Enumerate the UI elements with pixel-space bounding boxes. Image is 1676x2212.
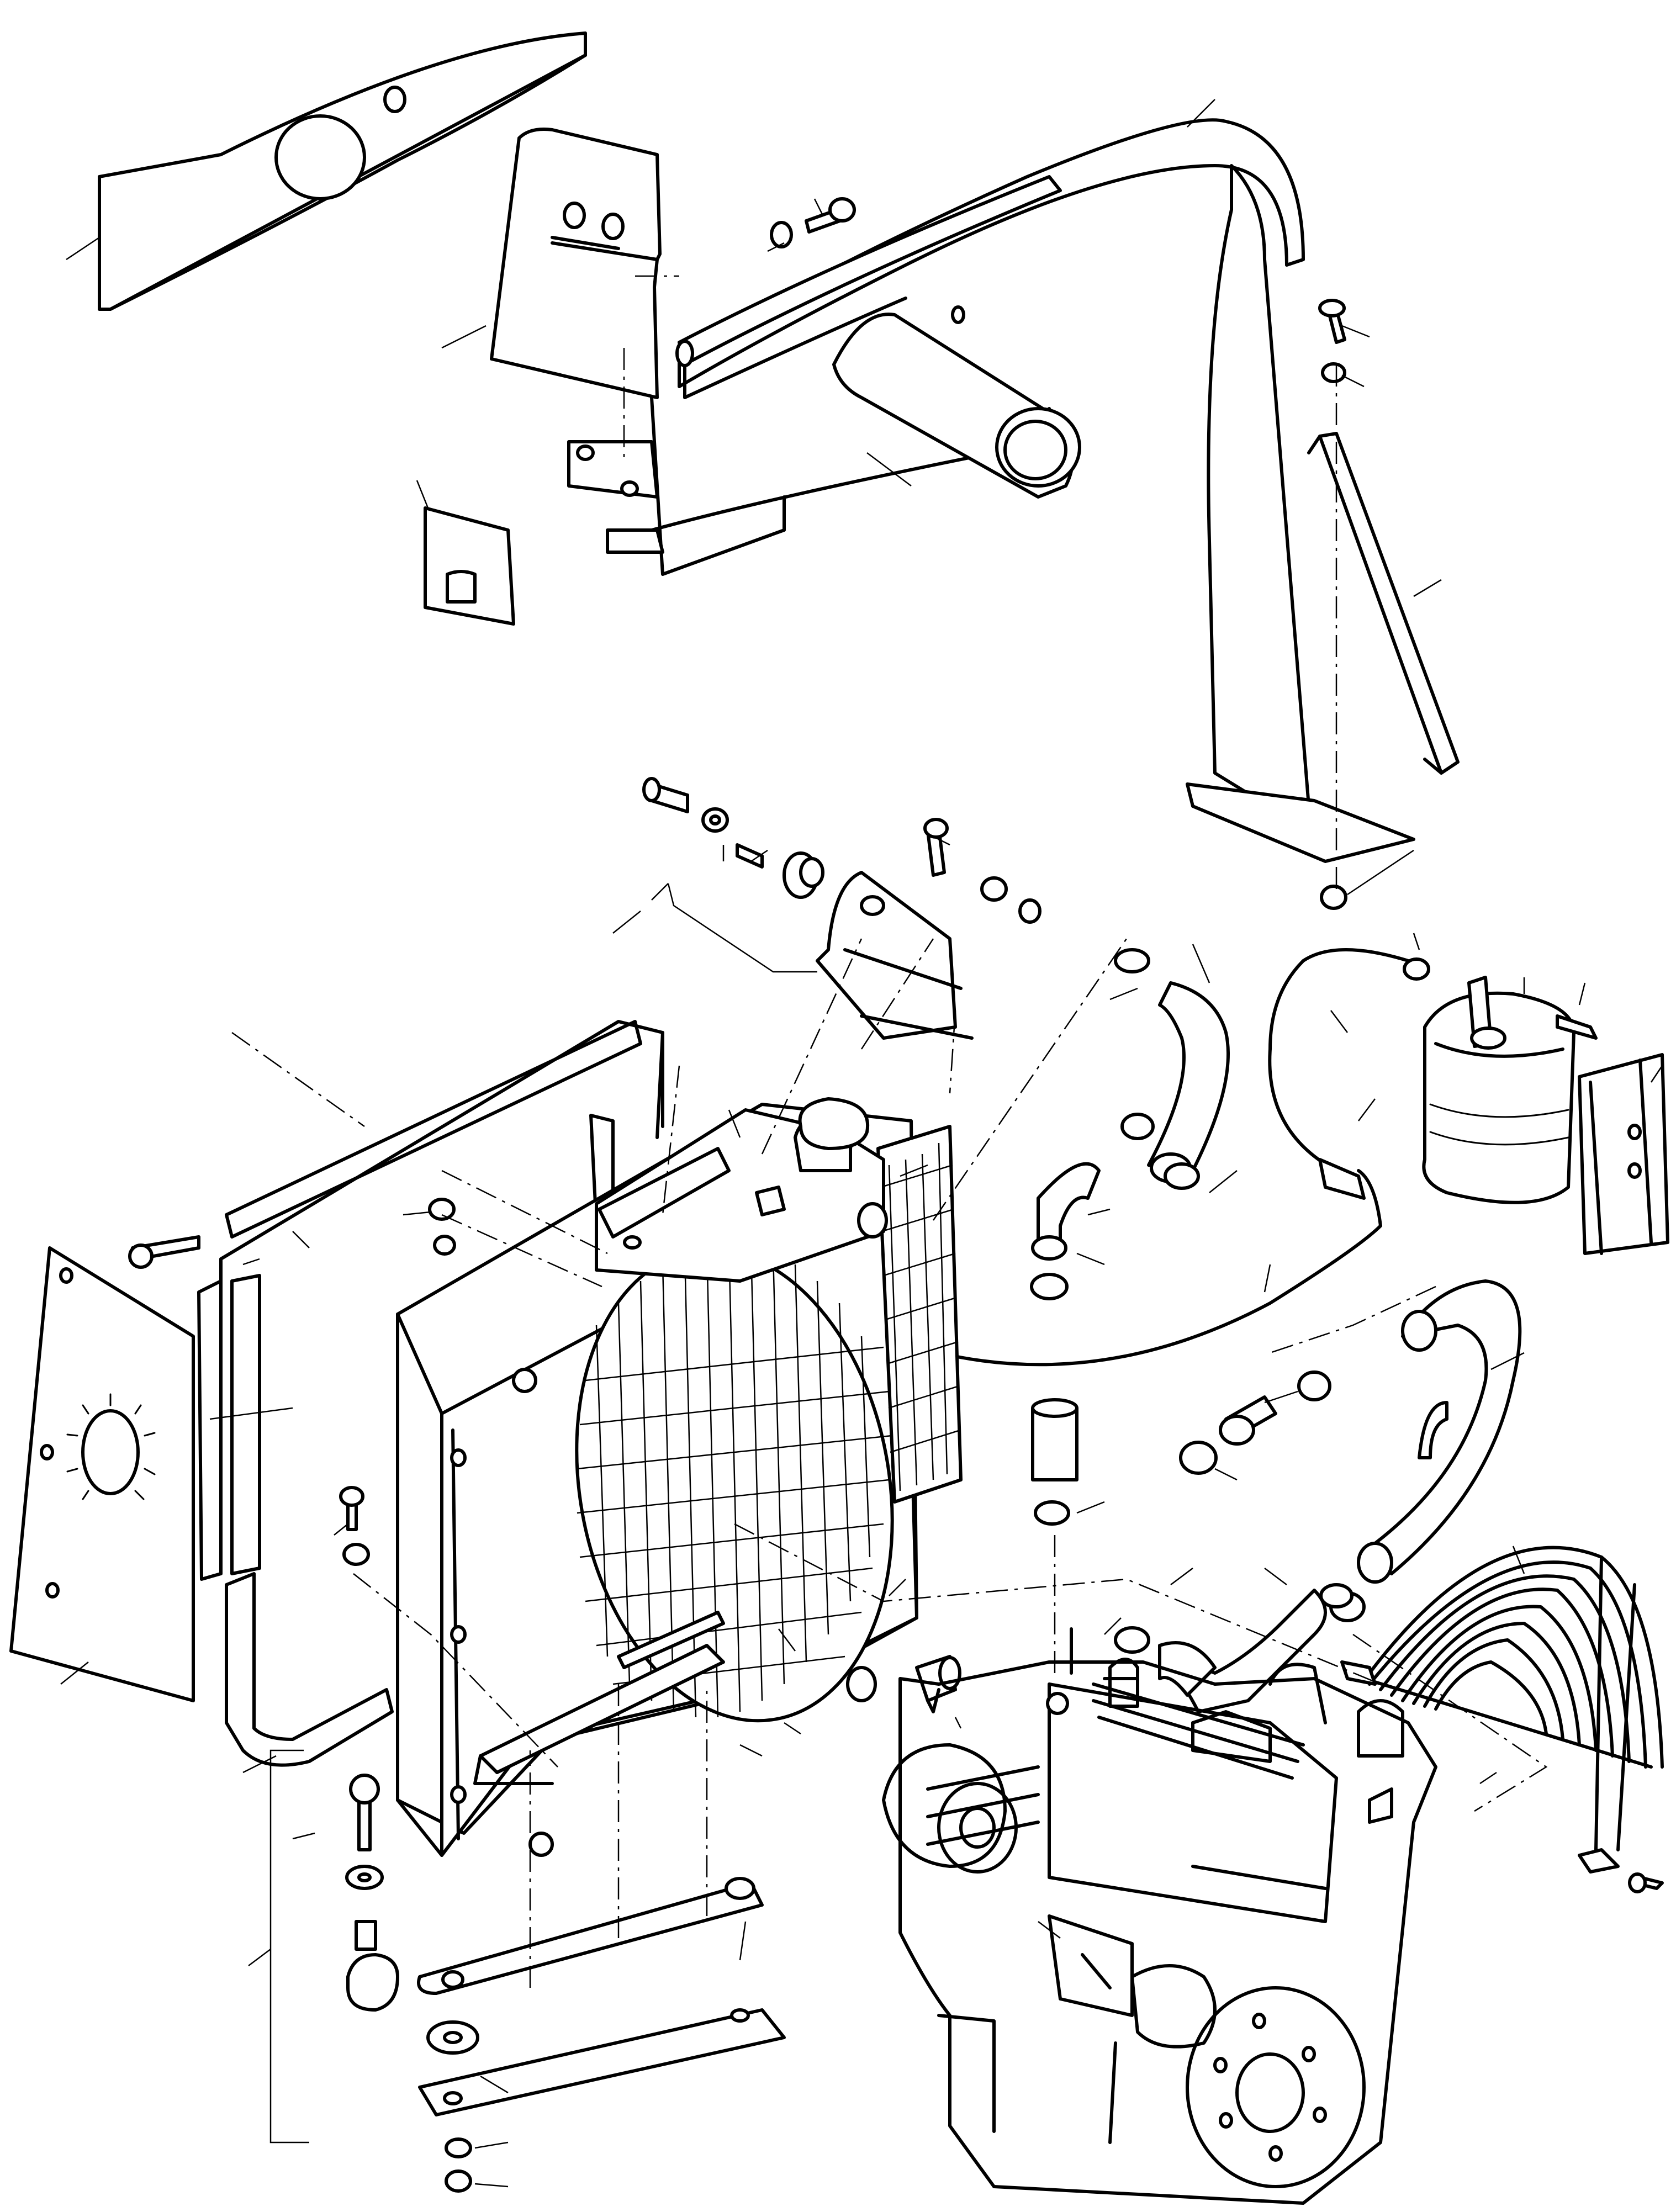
exhaust-tube (832, 305, 1081, 499)
shroud-frame (219, 1020, 664, 1288)
upper-bracket (441, 128, 662, 399)
side-bolts (334, 1198, 456, 1566)
mesh-screen (876, 1125, 963, 1504)
bottom-mounting-group (248, 1679, 786, 2193)
fan-wire-guard (1340, 1546, 1664, 1893)
assembly-lines (231, 275, 1548, 1812)
callout-leaders (242, 911, 1663, 1961)
coolant-hoses (760, 944, 1522, 1713)
expansion-tank-group (1403, 933, 1669, 1255)
top-curved-plate (66, 31, 587, 311)
rubber-strip-upper (675, 175, 1062, 367)
radiator-mount-bracket-group (642, 777, 1041, 1040)
bolt-washer-top (767, 197, 856, 252)
drain-valve (846, 1655, 962, 1729)
fan-grille (473, 1245, 894, 1785)
radiator-top-tank (595, 1097, 888, 1283)
spacer-plate (416, 480, 515, 626)
arched-frame (567, 99, 1415, 863)
rubber-strip-right (1307, 299, 1460, 910)
radiator-side-plate (9, 1235, 200, 1702)
engine-block (882, 1535, 1437, 2205)
